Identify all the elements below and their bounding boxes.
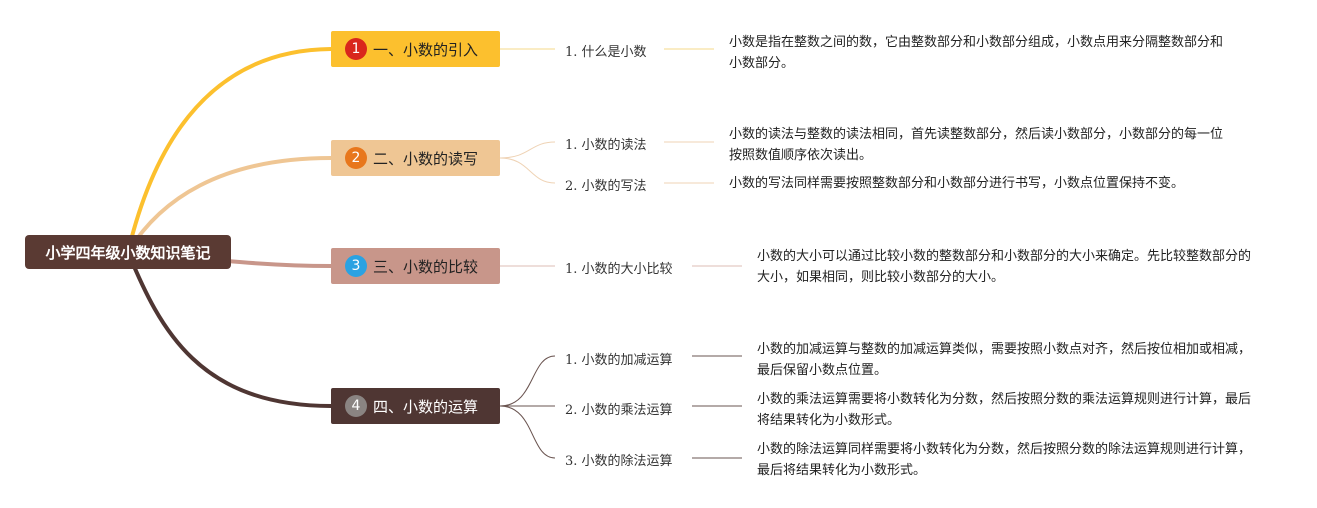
leaf-node[interactable]: 1. 小数的读法 bbox=[565, 138, 647, 153]
root-node[interactable]: 小学四年级小数知识笔记 bbox=[25, 235, 231, 269]
branch-label: 四、小数的运算 bbox=[373, 397, 479, 416]
branch-4-to-leaf-3 bbox=[499, 405, 556, 459]
root-to-branch-1 bbox=[126, 47, 332, 253]
leaf-node[interactable]: 3. 小数的除法运算 bbox=[565, 454, 673, 469]
leaf-node[interactable]: 1. 什么是小数 bbox=[565, 45, 647, 60]
leaf-node[interactable]: 1. 小数的大小比较 bbox=[565, 262, 673, 277]
number-badge-icon: 4 bbox=[345, 395, 367, 417]
branch-label: 三、小数的比较 bbox=[373, 257, 479, 276]
number-badge-icon: 3 bbox=[345, 255, 367, 277]
leaf-description: 小数的读法与整数的读法相同，首先读整数部分，然后读小数部分，小数部分的每一位按照… bbox=[729, 127, 1224, 163]
branch-4-to-leaf-1 bbox=[499, 355, 556, 407]
leaf-description: 小数是指在整数之间的数，它由整数部分和小数部分组成，小数点用来分隔整数部分和小数… bbox=[729, 35, 1224, 71]
branch-node-1[interactable]: 1 一、小数的引入 bbox=[331, 31, 500, 67]
leaf-description: 小数的除法运算同样需要将小数转化为分数，然后按照分数的除法运算规则进行计算，最后… bbox=[757, 442, 1252, 478]
number-badge-icon: 1 bbox=[345, 38, 367, 60]
root-to-branch-2 bbox=[126, 156, 332, 254]
branch-label: 一、小数的引入 bbox=[373, 40, 479, 59]
leaf-node[interactable]: 2. 小数的乘法运算 bbox=[565, 403, 673, 418]
branch-node-4[interactable]: 4 四、小数的运算 bbox=[331, 388, 500, 424]
leaf-description: 小数的大小可以通过比较小数的整数部分和小数部分的大小来确定。先比较整数部分的大小… bbox=[757, 249, 1252, 285]
leaf-description: 小数的写法同样需要按照整数部分和小数部分进行书写，小数点位置保持不变。 bbox=[729, 176, 1185, 191]
leaf-node[interactable]: 2. 小数的写法 bbox=[565, 179, 647, 194]
leaf-description: 小数的加减运算与整数的加减运算类似，需要按照小数点对齐，然后按位相加或相减，最后… bbox=[757, 342, 1252, 378]
branch-2-to-leaf-1 bbox=[499, 141, 556, 159]
number-badge-icon: 2 bbox=[345, 147, 367, 169]
root-to-branch-4 bbox=[126, 251, 332, 408]
root-label: 小学四年级小数知识笔记 bbox=[45, 243, 211, 262]
leaf-description: 小数的乘法运算需要将小数转化为分数，然后按照分数的乘法运算规则进行计算，最后将结… bbox=[757, 392, 1252, 428]
branch-2-to-leaf-2 bbox=[499, 157, 556, 184]
branch-node-3[interactable]: 3 三、小数的比较 bbox=[331, 248, 500, 284]
leaf-node[interactable]: 1. 小数的加减运算 bbox=[565, 353, 673, 368]
branch-node-2[interactable]: 2 二、小数的读写 bbox=[331, 140, 500, 176]
branch-label: 二、小数的读写 bbox=[373, 149, 479, 168]
